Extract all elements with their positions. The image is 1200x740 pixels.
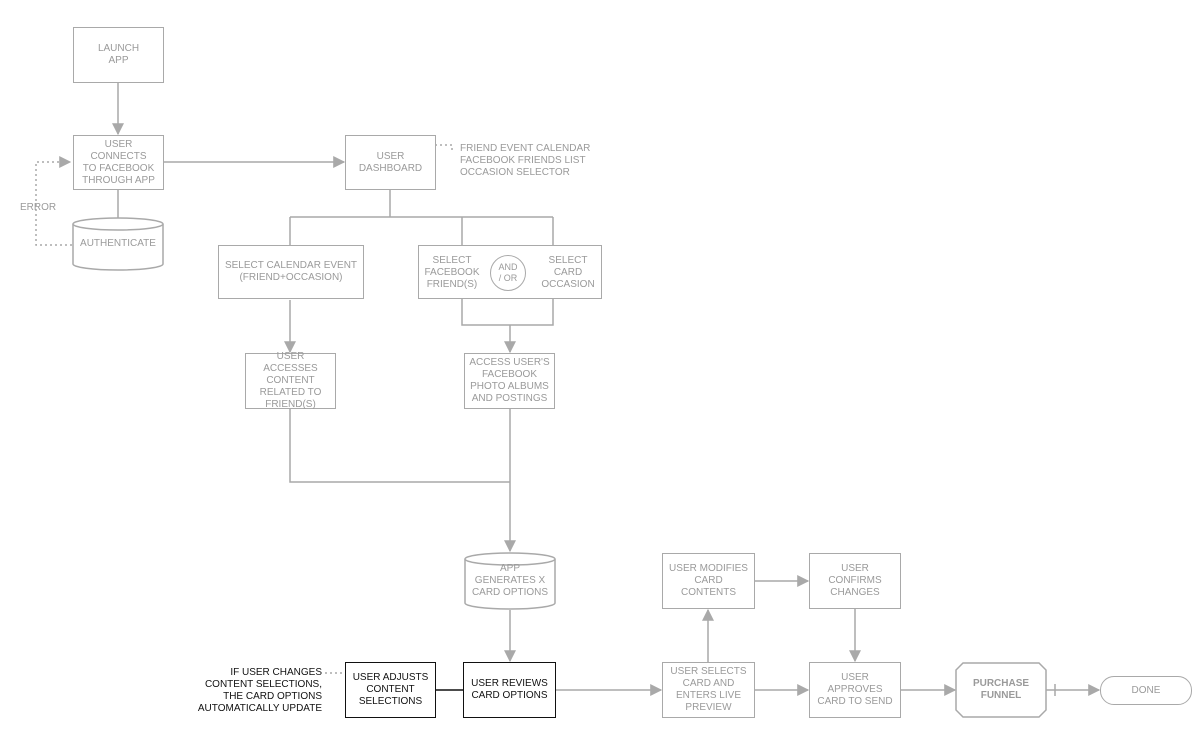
select-merge (461, 298, 554, 352)
user-confirms-changes-label: USER CONFIRMS CHANGES (828, 563, 882, 598)
dashboard-features-leader (435, 144, 453, 152)
connect-facebook-label: USER CONNECTS TO FACEBOOK THROUGH APP (82, 138, 155, 186)
and-or-label: AND / OR (498, 262, 518, 283)
user-modifies-card-node: USER MODIFIES CARD CONTENTS (662, 553, 755, 609)
database-cylinder-shape (72, 217, 164, 271)
select-card-occasion-part: SELECT CARD OCCASION (538, 250, 598, 296)
connect-facebook-node: USER CONNECTS TO FACEBOOK THROUGH APP (73, 135, 164, 190)
database-cylinder-shape (464, 552, 556, 610)
select-card-occasion-label: SELECT CARD OCCASION (541, 255, 595, 290)
user-confirms-changes-node: USER CONFIRMS CHANGES (809, 553, 901, 609)
access-photo-albums-label: ACCESS USER'S FACEBOOK PHOTO ALBUMS AND … (469, 357, 550, 404)
octagon-shape (955, 662, 1047, 718)
launch-app-label: LAUNCH APP (97, 43, 140, 66)
user-adjusts-content-node: USER ADJUSTS CONTENT SELECTIONS (345, 662, 436, 718)
done-node: DONE (1100, 676, 1192, 705)
dashboard-branch (289, 190, 554, 245)
user-reviews-options-node: USER REVIEWS CARD OPTIONS (463, 662, 556, 718)
user-approves-card-node: USER APPROVES CARD TO SEND (809, 662, 901, 718)
user-dashboard-label: USER DASHBOARD (358, 150, 423, 174)
user-dashboard-node: USER DASHBOARD (345, 135, 436, 190)
user-selects-card-node: USER SELECTS CARD AND ENTERS LIVE PREVIE… (662, 662, 755, 718)
select-facebook-friends-part: SELECT FACEBOOK FRIEND(S) (420, 250, 484, 296)
user-reviews-options-label: USER REVIEWS CARD OPTIONS (471, 678, 548, 701)
and-or-connector: AND / OR (490, 255, 526, 291)
launch-app-node: LAUNCH APP (73, 27, 164, 83)
user-adjusts-content-label: USER ADJUSTS CONTENT SELECTIONS (352, 672, 429, 707)
app-generates-options-label: APP GENERATES X CARD OPTIONS (471, 563, 549, 598)
error-loop (35, 156, 72, 246)
error-annotation: ERROR (20, 202, 57, 213)
select-facebook-friends-label: SELECT FACEBOOK FRIEND(S) (424, 255, 480, 290)
select-calendar-event-label: SELECT CALENDAR EVENT (FRIEND+OCCASION) (224, 260, 358, 283)
access-photo-albums-node: ACCESS USER'S FACEBOOK PHOTO ALBUMS AND … (464, 353, 555, 409)
content-merge (289, 408, 510, 551)
app-generates-options-node: APP GENERATES X CARD OPTIONS (464, 552, 556, 610)
user-accesses-content-node: USER ACCESSES CONTENT RELATED TO FRIEND(… (245, 351, 336, 410)
user-accesses-content-label: USER ACCESSES CONTENT RELATED TO FRIEND(… (259, 351, 322, 410)
user-approves-card-label: USER APPROVES CARD TO SEND (817, 672, 893, 707)
user-selects-card-label: USER SELECTS CARD AND ENTERS LIVE PREVIE… (670, 666, 747, 713)
user-modifies-card-label: USER MODIFIES CARD CONTENTS (669, 563, 748, 598)
auto-update-annotation: IF USER CHANGES CONTENT SELECTIONS, THE … (197, 667, 322, 714)
done-label: DONE (1131, 684, 1161, 696)
dashboard-features-annotation: FRIEND EVENT CALENDAR FACEBOOK FRIENDS L… (460, 143, 591, 178)
authenticate-label: AUTHENTICATE (80, 238, 156, 249)
authenticate-node: AUTHENTICATE (72, 217, 164, 271)
purchase-funnel-node: PURCHASE FUNNEL (955, 662, 1047, 718)
purchase-funnel-label: PURCHASE FUNNEL (972, 678, 1030, 701)
select-calendar-event-node: SELECT CALENDAR EVENT (FRIEND+OCCASION) (218, 245, 364, 299)
